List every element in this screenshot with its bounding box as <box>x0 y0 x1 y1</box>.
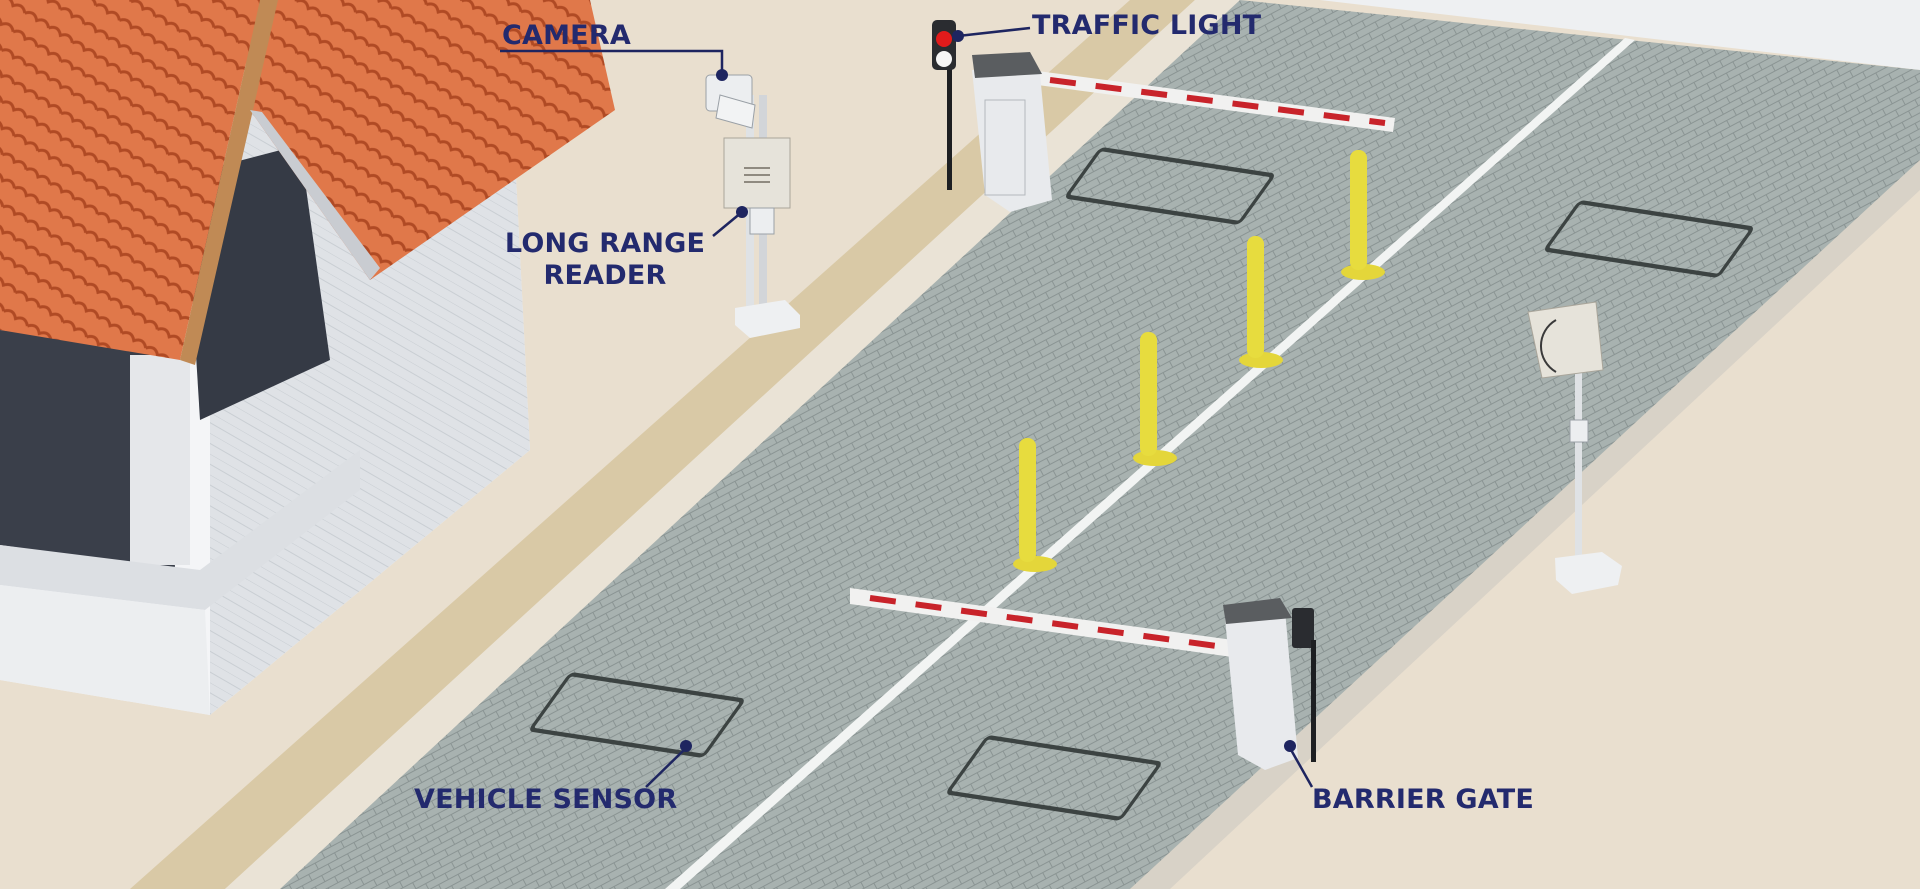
left-curb <box>130 0 1195 889</box>
vehicle-sensor-dot <box>680 740 692 752</box>
camera-dot <box>716 69 728 81</box>
reader-leader <box>712 211 743 237</box>
sensor-loop-2 <box>1545 200 1753 278</box>
traffic-light-leader <box>957 26 1031 38</box>
camera-leader <box>500 49 724 73</box>
leader-lines <box>500 26 1314 788</box>
barrier-gate-leader <box>1288 747 1314 788</box>
long-range-reader-label: LONG RANGE READER <box>500 228 710 292</box>
traffic-light-dot <box>952 30 964 42</box>
barrier-gate-near <box>850 588 1316 770</box>
sensor-loop-1 <box>1066 147 1274 225</box>
sensor-loop-4 <box>947 735 1161 821</box>
reader-dot <box>736 206 748 218</box>
reader-panel <box>723 137 791 209</box>
barrier-gate-dot <box>1284 740 1296 752</box>
sensor-loop-3 <box>530 672 744 758</box>
long-range-reader-label-line2: READER <box>543 260 667 291</box>
guard-house <box>0 0 615 715</box>
long-range-reader-label-line1: LONG RANGE <box>504 228 706 259</box>
traffic-light-label: TRAFFIC LIGHT <box>1032 10 1262 41</box>
right-reader-pole <box>1527 301 1622 594</box>
barrier-gate-far <box>972 52 1395 212</box>
leader-dots <box>680 30 1296 752</box>
vehicle-sensor-leader <box>645 747 687 788</box>
vehicle-sensor-label: VEHICLE SENSOR <box>414 784 678 815</box>
camera-reader-pole <box>705 74 800 338</box>
camera-label: CAMERA <box>502 20 631 51</box>
traffic-light <box>932 20 956 190</box>
paved-road <box>280 0 1920 889</box>
bollards <box>1013 150 1385 572</box>
barrier-gate-label: BARRIER GATE <box>1312 784 1534 815</box>
